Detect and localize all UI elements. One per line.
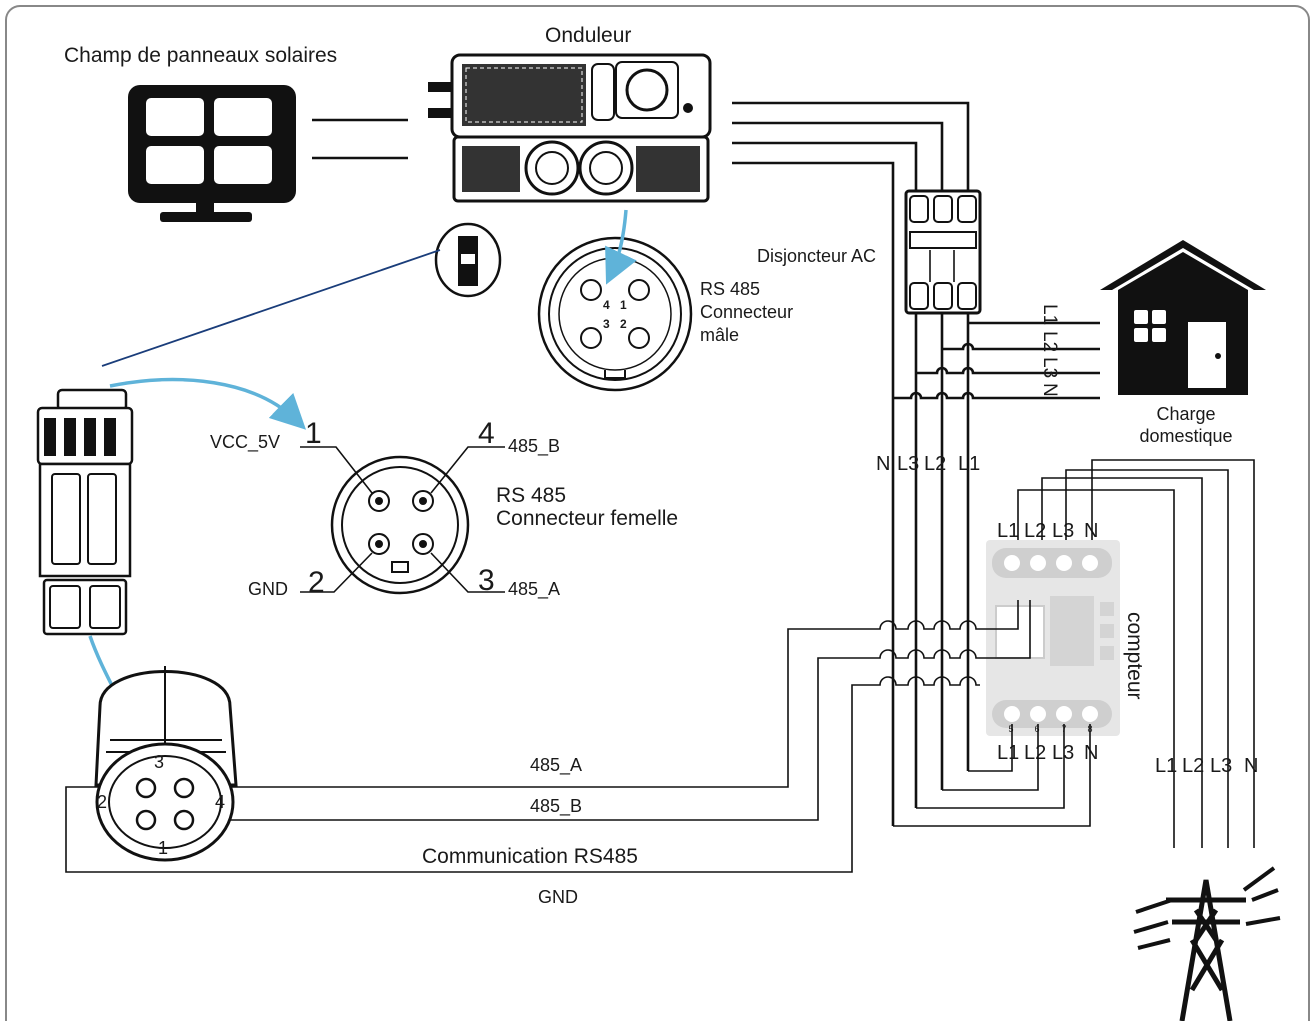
house-phase-l2: L2 <box>1039 331 1060 352</box>
male-pin-4: 4 <box>603 298 610 312</box>
house-phase-l1: L1 <box>1039 304 1060 325</box>
inverter-label: Onduleur <box>545 24 631 47</box>
grid-phase-l2: L2 <box>1182 755 1204 777</box>
meter-terminal-5: 5 <box>1008 724 1013 734</box>
bus-phase-n: N <box>876 453 890 475</box>
wire-485b-label: 485_B <box>530 796 582 817</box>
meter-bottom-n: N <box>1084 742 1098 764</box>
ac-wire-l1 <box>732 101 970 193</box>
grid-phase-labels: L1 L2 L3 N <box>1155 755 1258 777</box>
grid-wire-l3 <box>1065 469 1229 848</box>
grid-phase-l1: L1 <box>1155 755 1177 777</box>
meter-out-l3 <box>916 724 1065 809</box>
comm-label: Communication RS485 <box>422 845 638 868</box>
meter-top-l2: L2 <box>1024 520 1046 542</box>
pin3-number: 3 <box>478 564 495 597</box>
house-phase-labels: L1 L2 L3 N <box>1039 304 1060 397</box>
house-phase-n: N <box>1039 383 1060 397</box>
grid-wire-l1 <box>1017 489 1175 848</box>
meter-bottom-l3: L3 <box>1052 742 1074 764</box>
meter-bottom-l2: L2 <box>1024 742 1046 764</box>
rs485-male-connector-icon <box>537 236 693 392</box>
ac-breaker-icon <box>904 189 982 315</box>
meter-out-l2 <box>942 724 1039 791</box>
pin3-name: 485_A <box>508 579 560 600</box>
rs485-female-sub: Connecteur femelle <box>496 507 678 530</box>
grid-wire-n <box>1091 459 1255 848</box>
inverter-icon <box>428 53 712 203</box>
pin2-number: 2 <box>308 566 325 599</box>
grid-phase-l3: L3 <box>1210 755 1232 777</box>
plug-pin-1: 1 <box>158 838 168 858</box>
ac-wire-l3 <box>732 141 918 193</box>
male-pin-3: 3 <box>603 317 610 331</box>
meter-top-phase-labels: L1 L2 L3 N <box>997 520 1098 542</box>
male-pin-numbers: 4 1 3 2 <box>603 298 627 331</box>
meter-bottom-phase-labels: L1 L2 L3 N <box>997 742 1098 764</box>
wire-485a <box>232 600 1019 788</box>
meter-top-l1: L1 <box>997 520 1019 542</box>
plug-pin-numbers: 3 2 4 1 <box>97 752 225 858</box>
pin1-number: 1 <box>305 417 322 450</box>
bus-phase-l2: L2 <box>924 453 946 475</box>
pin1-leader <box>300 446 373 494</box>
ac-breaker-label: Disjoncteur AC <box>757 246 876 266</box>
pin4-number: 4 <box>478 417 495 450</box>
house-icon <box>1100 240 1266 395</box>
ac-wire-l2 <box>732 121 944 193</box>
wire-485a-label: 485_A <box>530 755 582 776</box>
wire-gnd <box>65 676 980 873</box>
bus-phase-labels: N L3 L2 L1 <box>876 453 980 475</box>
diagram-frame <box>5 5 1310 1021</box>
rs485-male-sub1: Connecteur <box>700 302 793 322</box>
round-plug-icon <box>94 666 238 862</box>
house-load-label-1: Charge <box>1156 404 1215 424</box>
meter-label: compteur <box>1123 612 1146 700</box>
cable-connector-icon <box>36 388 134 636</box>
pin4-name: 485_B <box>508 436 560 457</box>
wire-gnd-label: GND <box>538 887 578 907</box>
meter-bottom-l1: L1 <box>997 742 1019 764</box>
pin2-name: GND <box>248 579 288 599</box>
house-wire-l2 <box>942 342 1100 351</box>
connector-to-female-arrow <box>109 377 307 430</box>
male-pin-2: 2 <box>620 317 627 331</box>
meter-icon <box>986 540 1120 736</box>
bus-phase-l3: L3 <box>897 453 919 475</box>
ac-wire-n <box>732 161 895 826</box>
pin3-leader <box>430 552 505 593</box>
pointer-line <box>101 249 441 367</box>
wire-485b <box>226 600 1031 821</box>
rs485-female-title: RS 485 <box>496 484 566 507</box>
house-load-label-2: domestique <box>1139 426 1232 446</box>
grid-phase-n: N <box>1244 755 1258 777</box>
solar-array-label: Champ de panneaux solaires <box>64 44 337 67</box>
meter-out-n <box>893 724 1091 827</box>
house-wire-l3 <box>916 366 1100 375</box>
pin2-leader <box>300 552 373 593</box>
rs485-male-sub2: mâle <box>700 325 739 345</box>
male-pin-1: 1 <box>620 298 627 312</box>
plug-pin-3: 3 <box>154 752 164 772</box>
meter-out-l1 <box>968 724 1013 772</box>
plug-pin-4: 4 <box>215 792 225 812</box>
bus-phase-l1: L1 <box>958 453 980 475</box>
house-wire-n <box>893 391 1100 400</box>
solar-panel-icon <box>128 85 296 222</box>
grid-wire-l2 <box>1041 477 1203 848</box>
power-pylon-icon <box>1133 866 1281 1021</box>
plug-pin-2: 2 <box>97 792 107 812</box>
rs485-male-title: RS 485 <box>700 279 760 299</box>
inverter-to-male-arrow <box>605 209 637 285</box>
meter-terminal-6: 6 <box>1034 724 1039 734</box>
meter-top-l3: L3 <box>1052 520 1074 542</box>
house-phase-l3: L3 <box>1039 357 1060 378</box>
pin1-name: VCC_5V <box>210 432 280 453</box>
connector-bubble-icon <box>434 222 502 298</box>
pin4-leader <box>430 446 505 494</box>
